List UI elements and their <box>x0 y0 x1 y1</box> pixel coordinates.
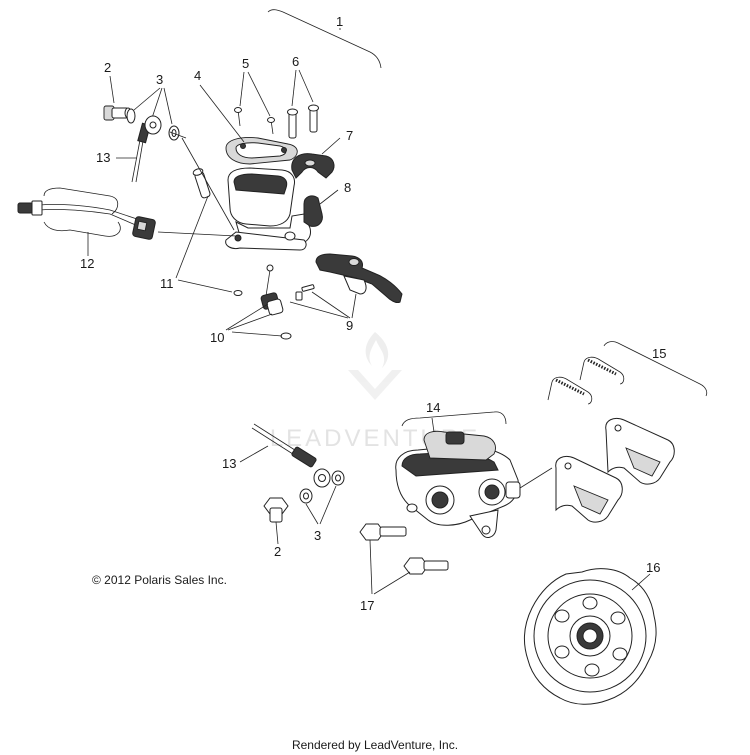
caliper-mount-bolts <box>359 523 449 575</box>
callout-10: 10 <box>210 330 224 345</box>
banjo-bolt-lower <box>263 497 289 523</box>
cover-screws <box>234 107 275 135</box>
lever-pin-parts <box>295 284 315 301</box>
callout-12: 12 <box>80 256 94 271</box>
leader-13b <box>239 445 269 463</box>
leader-17a <box>369 539 373 595</box>
handlebar-clamp <box>291 153 335 179</box>
leader-8 <box>319 189 339 205</box>
callout-9: 9 <box>346 318 353 333</box>
callout-1: 1 <box>336 14 343 29</box>
leader-16 <box>631 573 651 591</box>
callout-3-upper: 3 <box>156 72 163 87</box>
leader-9b <box>311 291 351 319</box>
footer-credit: Rendered by LeadVenture, Inc. <box>292 738 458 752</box>
brake-line-upper <box>131 115 162 183</box>
bracket-1 <box>267 9 382 69</box>
crush-washers-lower <box>299 470 345 504</box>
callout-8: 8 <box>344 180 351 195</box>
assembly-line-upper <box>181 137 235 231</box>
reservoir-cover <box>225 137 298 165</box>
callout-16: 16 <box>646 560 660 575</box>
leader-17b <box>373 571 411 595</box>
piston-assembly <box>233 264 292 340</box>
callout-7: 7 <box>346 128 353 143</box>
assembly-line-caliper <box>519 467 553 489</box>
leader-5a <box>239 71 245 107</box>
callout-4: 4 <box>194 68 201 83</box>
brake-disc <box>524 568 657 705</box>
leader-3b-2 <box>319 485 337 525</box>
leader-6a <box>291 69 297 107</box>
leader-3a-2 <box>151 87 163 119</box>
leader-5b <box>247 71 271 117</box>
leader-10c <box>231 331 283 337</box>
bracket-14 <box>401 411 507 427</box>
callout-13-lower: 13 <box>222 456 236 471</box>
clamp-bolts <box>287 104 319 139</box>
leader-10b <box>227 313 273 331</box>
bracket-15 <box>603 341 708 397</box>
brake-switch-harness <box>17 187 156 240</box>
callout-5: 5 <box>242 56 249 71</box>
leader-7 <box>321 137 341 155</box>
leader-4 <box>199 84 245 143</box>
callout-2-upper: 2 <box>104 60 111 75</box>
leader-3a-3 <box>163 87 173 125</box>
leader-10a <box>225 303 269 331</box>
callout-14: 14 <box>426 400 440 415</box>
leader-14 <box>431 417 435 433</box>
callout-6: 6 <box>292 54 299 69</box>
callout-17: 17 <box>360 598 374 613</box>
brake-line-lower <box>251 423 331 488</box>
master-cylinder-body <box>225 167 323 251</box>
leader-2b <box>275 521 279 545</box>
watermark-logo-icon <box>348 332 402 400</box>
brake-caliper <box>395 430 521 538</box>
pivot-pin <box>192 168 211 199</box>
callout-13-upper: 13 <box>96 150 110 165</box>
callout-11: 11 <box>160 276 174 291</box>
leader-2a <box>109 75 115 104</box>
callout-15: 15 <box>652 346 666 361</box>
callout-3-lower: 3 <box>314 528 321 543</box>
copyright-note: © 2012 Polaris Sales Inc. <box>92 573 227 587</box>
pad-springs <box>547 356 625 405</box>
leader-3a-1 <box>133 87 161 111</box>
leader-11b <box>177 279 233 293</box>
assembly-line-switch <box>157 231 237 237</box>
callout-2-lower: 2 <box>274 544 281 559</box>
leader-6b <box>298 69 314 103</box>
brake-pads <box>555 417 675 523</box>
leader-3b-1 <box>305 503 319 525</box>
leader-9c <box>351 293 357 319</box>
leader-9a <box>289 301 349 319</box>
assembly-line-upper-2 <box>169 131 187 139</box>
leader-11a <box>175 195 209 279</box>
crush-washers-upper <box>126 108 180 141</box>
brake-lever <box>315 253 403 303</box>
